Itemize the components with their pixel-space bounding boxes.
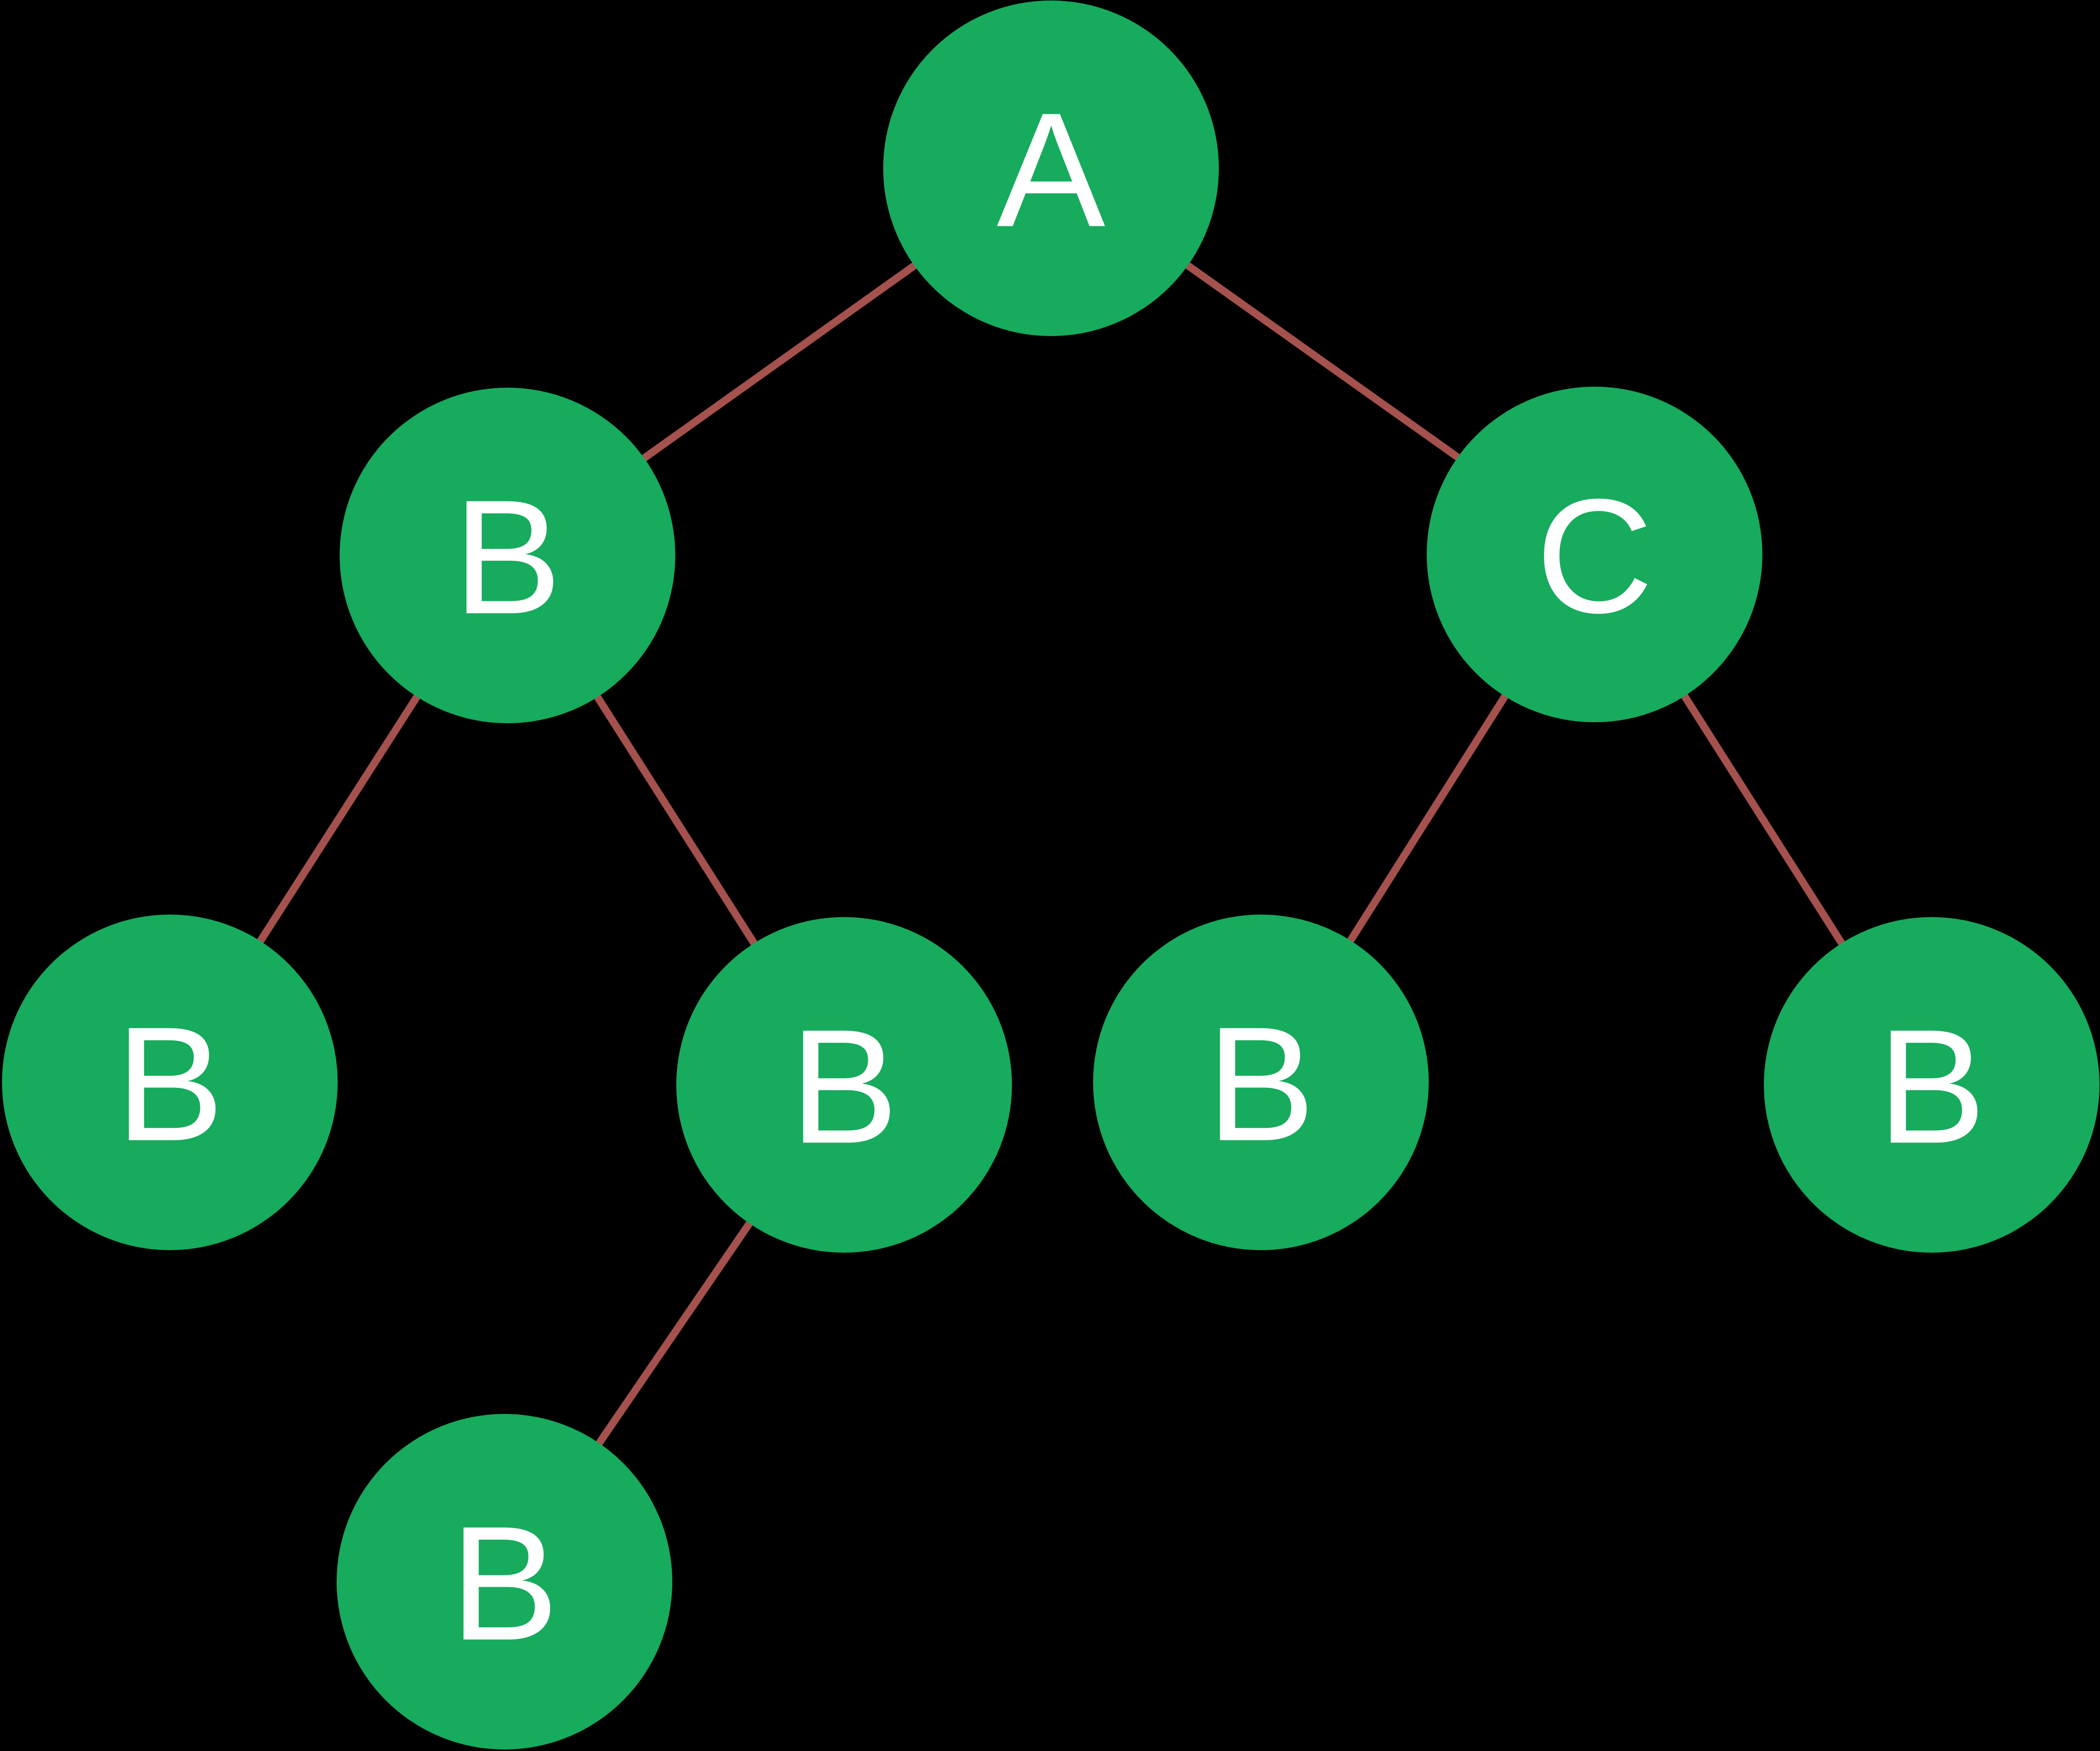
edges-layer [166,165,1935,1584]
node-label-l3-first: B [116,993,224,1175]
node-label-l3-third: B [1207,993,1316,1175]
tree-node-l3-fourth: B [1764,917,2099,1253]
tree-node-root: A [883,1,1219,336]
node-label-l4-only: B [450,1492,559,1674]
node-circle-l3-third [1093,915,1429,1250]
tree-node-l3-second: B [676,917,1012,1253]
tree-node-l4-only: B [337,1414,672,1749]
node-circle-l4-only [337,1414,672,1749]
node-label-l2-left: B [453,466,562,648]
tree-node-l3-third: B [1093,915,1429,1250]
node-circle-l3-first [2,915,338,1250]
node-circle-l2-left [340,388,675,723]
node-circle-l3-second [676,917,1012,1253]
tree-node-l3-first: B [2,915,338,1250]
tree-node-l2-right: C [1427,387,1762,722]
node-label-l3-fourth: B [1878,995,1986,1177]
node-circle-l2-right [1427,387,1762,722]
node-label-l2-right: C [1536,465,1654,647]
node-label-l3-second: B [790,995,899,1177]
node-label-root: A [997,79,1106,260]
node-circle-l3-fourth [1764,917,2099,1253]
node-circle-root [883,1,1219,336]
tree-node-l2-left: B [340,388,675,723]
